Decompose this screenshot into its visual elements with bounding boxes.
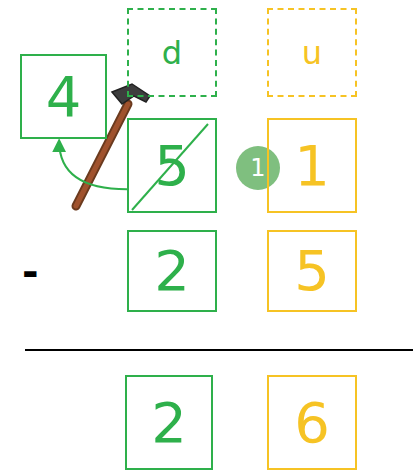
hammer-handle xyxy=(76,104,128,206)
borrow-arrow xyxy=(59,141,127,189)
digit: 5 xyxy=(294,243,330,299)
sum-line xyxy=(25,349,413,351)
strike-line xyxy=(132,124,208,210)
digit-box: 6 xyxy=(267,375,357,470)
digit: 1 xyxy=(294,138,330,194)
digit: 6 xyxy=(294,395,330,451)
digit-box: 1 xyxy=(267,118,357,213)
digit: 2 xyxy=(151,395,187,451)
digit: 1 xyxy=(250,156,265,180)
minus-sign: - xyxy=(22,252,39,292)
digit-box: 4 xyxy=(20,54,107,139)
digit: 4 xyxy=(46,69,82,125)
column-header: u xyxy=(267,8,357,97)
digit-box: 5 xyxy=(267,230,357,312)
hammer-head xyxy=(112,84,150,104)
digit-box: 2 xyxy=(127,230,217,312)
digit-box: 5 xyxy=(127,118,217,213)
column-letter: d xyxy=(162,37,182,69)
digit: 2 xyxy=(154,243,190,299)
column-letter: u xyxy=(302,37,322,69)
digit: 5 xyxy=(154,138,190,194)
digit-box: 2 xyxy=(125,375,213,470)
step-circle: 1 xyxy=(236,146,280,190)
column-header: d xyxy=(127,8,217,97)
hammer-handle-light xyxy=(76,104,128,206)
